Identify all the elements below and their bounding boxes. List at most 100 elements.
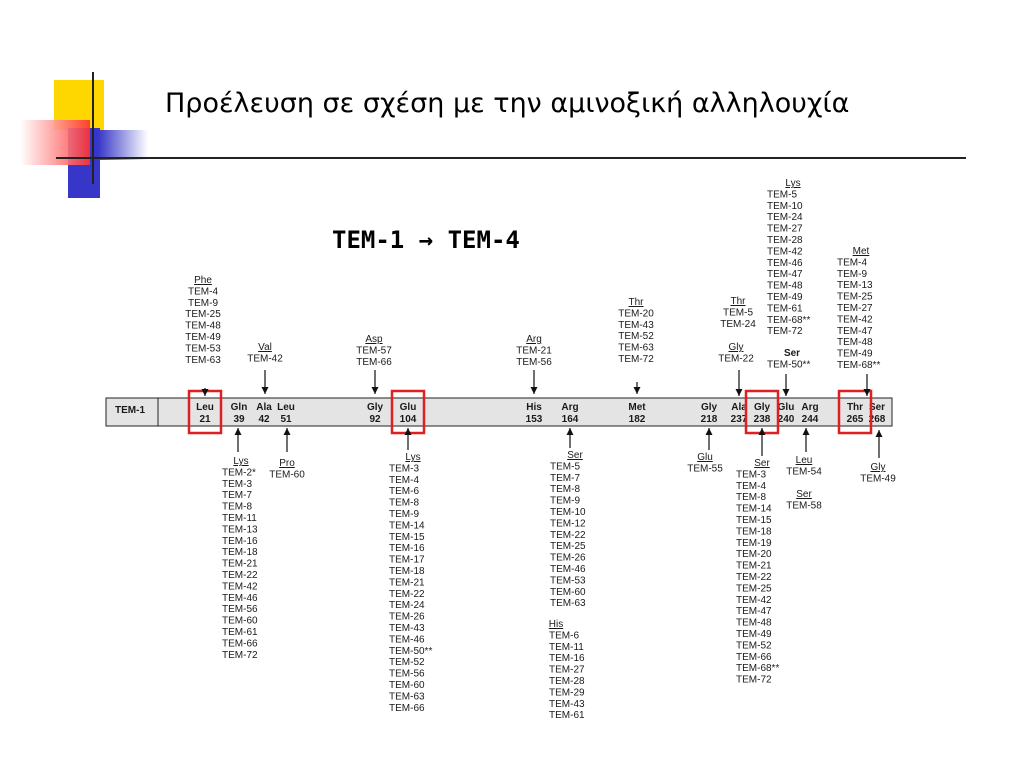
- variant-label: TEM-6: [389, 486, 419, 497]
- residue-aa: Ala: [256, 402, 272, 413]
- variant-label: TEM-46: [389, 634, 425, 645]
- deco-blue-square-small: [98, 130, 148, 160]
- residue-aa: Gly: [367, 402, 384, 413]
- mutation-arrow-head: [201, 389, 209, 396]
- variant-group-header: Arg: [526, 334, 542, 345]
- variant-group-header: Ser: [754, 458, 770, 469]
- variant-label: TEM-14: [389, 520, 425, 531]
- variant-label: TEM-25: [185, 309, 221, 320]
- variant-label: TEM-49: [767, 292, 803, 303]
- mutation-arrow-head: [566, 428, 574, 435]
- variant-label: TEM-7: [550, 473, 580, 484]
- variant-label: TEM-43: [618, 320, 654, 331]
- variant-label: TEM-9: [550, 496, 580, 507]
- variant-label: TEM-63: [389, 691, 425, 702]
- highlight-box: [837, 389, 873, 435]
- variant-label: TEM-46: [222, 593, 258, 604]
- variant-label: TEM-16: [549, 653, 585, 664]
- variant-label: TEM-4: [188, 286, 218, 297]
- residue-pos: 265: [847, 414, 864, 425]
- variant-group-header: Asp: [365, 334, 383, 345]
- variant-label: TEM-49: [837, 349, 873, 360]
- variant-label: TEM-47: [736, 606, 772, 617]
- variant-label: TEM-66: [356, 357, 392, 368]
- variant-label: TEM-13: [222, 524, 258, 535]
- variant-label: TEM-47: [837, 326, 873, 337]
- residue-pos: 21: [199, 414, 211, 425]
- variant-label: TEM-5: [550, 461, 580, 472]
- residue-pos: 268: [869, 414, 886, 425]
- variant-group-header: Ser: [796, 489, 812, 500]
- variant-label: TEM-43: [549, 699, 585, 710]
- residue-pos: 218: [701, 414, 718, 425]
- residue-pos: 42: [258, 414, 270, 425]
- variant-label: TEM-53: [550, 575, 586, 586]
- residue-aa: Arg: [561, 402, 578, 413]
- mutation-arrow-head: [758, 428, 766, 435]
- residue-aa: Gln: [231, 402, 248, 413]
- residue-aa: Met: [628, 402, 646, 413]
- variant-label: TEM-25: [736, 583, 772, 594]
- residue-aa: Glu: [400, 402, 417, 413]
- variant-label: TEM-49: [860, 473, 896, 484]
- variant-label: TEM-28: [767, 235, 803, 246]
- variant-label: TEM-28: [549, 676, 585, 687]
- variant-group-header: Glu: [697, 452, 713, 463]
- residue-aa: Thr: [847, 402, 863, 413]
- mutation-arrow-head: [404, 428, 412, 435]
- variant-label: TEM-24: [720, 319, 756, 330]
- variant-group-header: Gly: [729, 342, 744, 353]
- variant-label: TEM-9: [837, 269, 867, 280]
- variant-label: TEM-72: [736, 675, 772, 686]
- residue-pos: 92: [369, 414, 381, 425]
- variant-label: TEM-11: [222, 513, 257, 524]
- variant-label: TEM-29: [549, 687, 585, 698]
- variant-label: TEM-42: [247, 353, 283, 364]
- variant-label: TEM-53: [185, 343, 221, 354]
- residue-pos: 104: [400, 414, 417, 425]
- variant-group-header: Lys: [785, 178, 800, 189]
- variant-label: TEM-13: [837, 280, 873, 291]
- variant-label: TEM-22: [389, 589, 425, 600]
- variant-label: TEM-8: [550, 484, 580, 495]
- variant-label: TEM-54: [786, 466, 822, 477]
- variant-label: TEM-8: [736, 492, 766, 503]
- variant-group-header: Met: [853, 246, 870, 257]
- variant-label: TEM-48: [837, 337, 873, 348]
- variant-label: TEM-25: [837, 292, 873, 303]
- variant-label: TEM-42: [837, 314, 873, 325]
- variant-label: TEM-56: [389, 669, 425, 680]
- variant-label: TEM-61: [222, 627, 258, 638]
- variant-label: TEM-50**: [389, 646, 432, 657]
- variant-label: TEM-68**: [736, 663, 779, 674]
- subtitle: TEM-1 → TEM-4: [332, 226, 520, 254]
- variant-label: TEM-21: [736, 561, 772, 572]
- mutation-arrow-head: [863, 389, 871, 396]
- variant-label: TEM-56: [222, 604, 258, 615]
- variant-label: TEM-22: [718, 353, 754, 364]
- variant-group-header: Leu: [796, 455, 813, 466]
- mutation-arrow-head: [875, 430, 883, 437]
- variant-label: TEM-52: [389, 657, 425, 668]
- residue-aa: Arg: [801, 402, 818, 413]
- variant-label: TEM-21: [389, 577, 425, 588]
- residue-aa: Ser: [869, 402, 885, 413]
- variant-label: TEM-9: [188, 298, 218, 309]
- variant-label: TEM-11: [549, 642, 584, 653]
- variant-label: TEM-27: [837, 303, 873, 314]
- variant-label: TEM-20: [618, 308, 654, 319]
- variant-label: TEM-60: [222, 616, 258, 627]
- variant-label: TEM-68**: [837, 360, 880, 371]
- variant-label: TEM-21: [516, 345, 552, 356]
- variant-label: TEM-5: [723, 307, 753, 318]
- variant-label: TEM-26: [389, 612, 425, 623]
- mutation-arrow-head: [371, 387, 379, 394]
- variant-label: TEM-72: [618, 354, 654, 365]
- variant-label: TEM-61: [549, 710, 585, 721]
- variant-label: TEM-52: [618, 331, 654, 342]
- variant-label: TEM-22: [550, 530, 586, 541]
- mutation-arrow-head: [802, 428, 810, 435]
- residue-pos: 238: [754, 414, 771, 425]
- variant-label: TEM-48: [767, 281, 803, 292]
